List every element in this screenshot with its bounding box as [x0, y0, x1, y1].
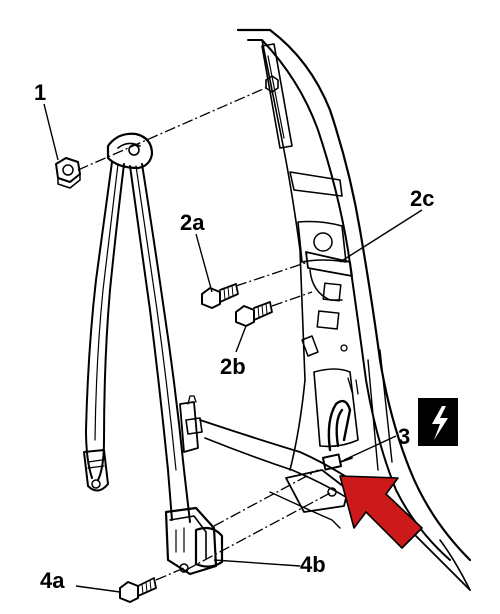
b-pillar-body — [199, 28, 472, 591]
callout-2b: 2b — [220, 354, 246, 379]
callout-2c: 2c — [410, 186, 434, 211]
hex-nut-1 — [55, 157, 81, 189]
seat-belt-assembly — [83, 132, 224, 576]
assembly-lines — [77, 85, 333, 581]
leader-lines — [43, 103, 423, 593]
callout-4b: 4b — [300, 552, 326, 577]
callout-1: 1 — [34, 80, 46, 105]
callout-3: 3 — [398, 424, 410, 449]
belt-sensor-connector — [321, 399, 353, 471]
electrical-warning-box — [418, 398, 458, 446]
bolt-2a — [201, 283, 239, 309]
callout-labels: 1 2a 2b 2c 3 4a 4b — [34, 80, 434, 593]
lightning-bolt-icon — [432, 406, 448, 440]
callout-4a: 4a — [40, 568, 65, 593]
callout-2a: 2a — [180, 210, 205, 235]
bolt-2b — [235, 301, 273, 327]
red-indicator-arrow — [339, 475, 423, 549]
bolt-4a — [119, 577, 157, 603]
upper-anchor-bolt — [265, 75, 279, 93]
